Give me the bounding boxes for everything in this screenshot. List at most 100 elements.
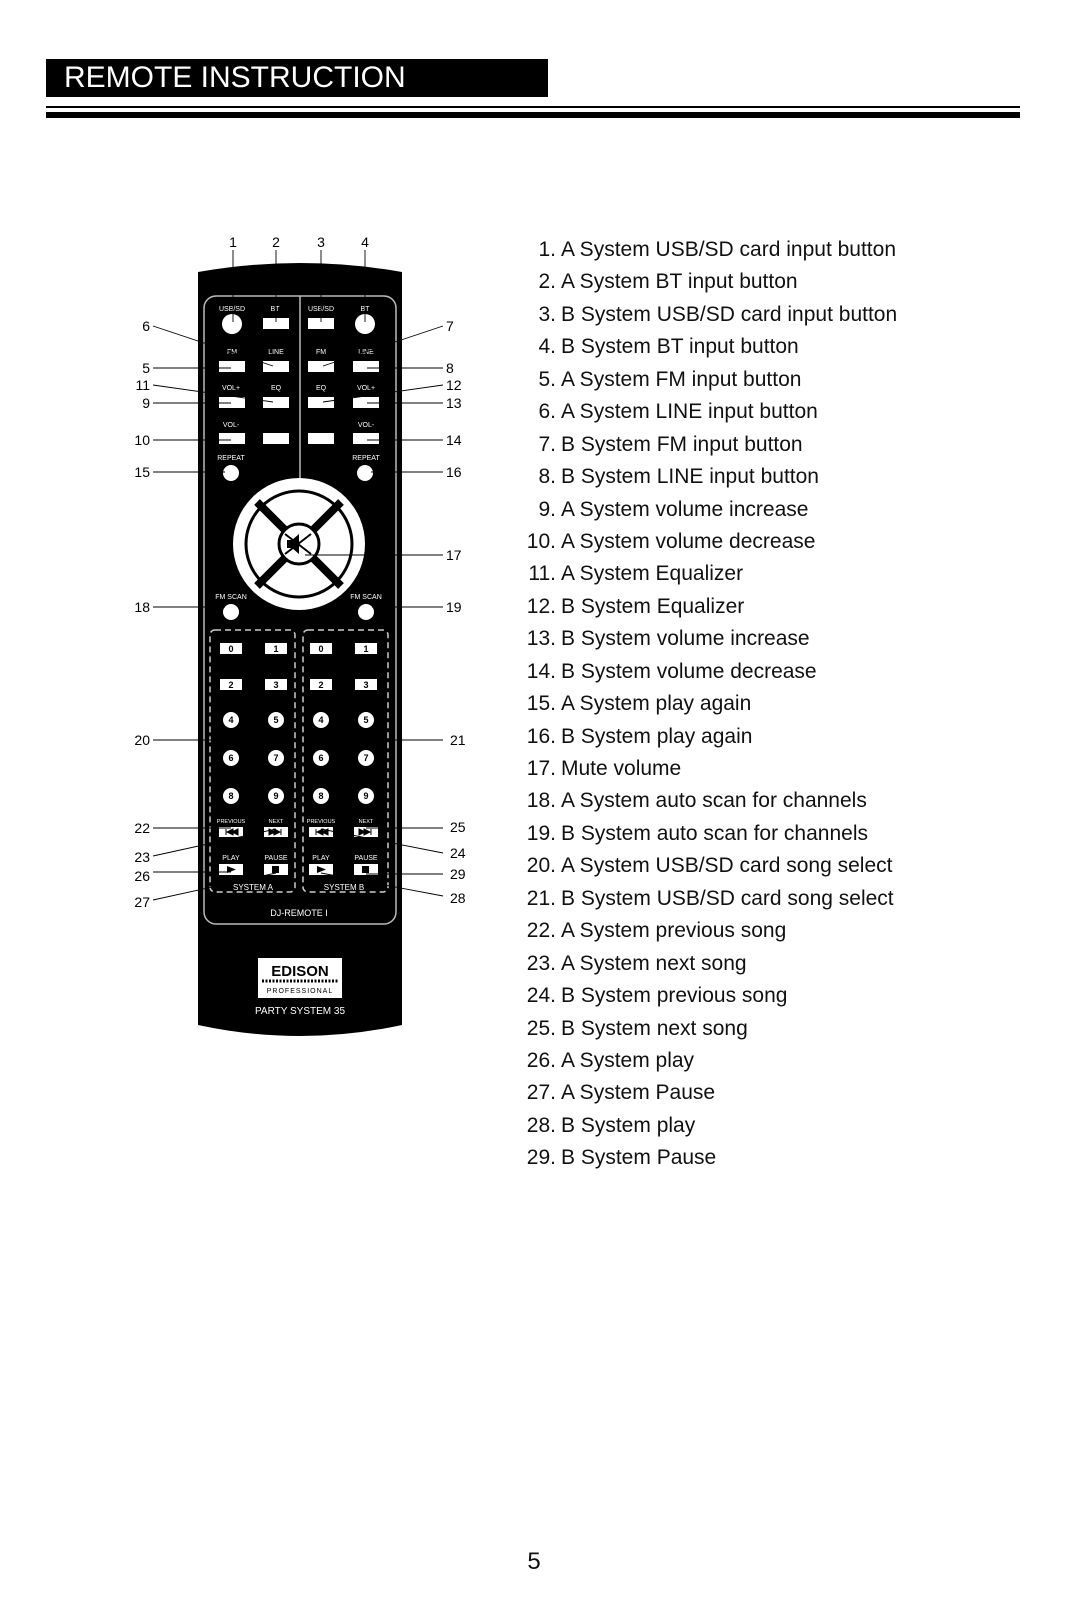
header-rule-thick: [46, 112, 1020, 118]
digit-a-8: 8: [228, 791, 233, 801]
label-line-a: LINE: [268, 349, 284, 356]
instruction-number: 13.: [526, 627, 556, 651]
instruction-number: 2.: [538, 270, 556, 294]
previous-b-icon: [315, 828, 329, 836]
instruction-item: 4.B System BT input button: [522, 331, 897, 363]
instruction-item: 12.B System Equalizer: [522, 591, 897, 623]
callout-27: 27: [134, 894, 150, 910]
instruction-item: 8.B System LINE input button: [522, 461, 897, 493]
next-a-icon: [268, 828, 282, 836]
fm-scan-a-button: [223, 604, 239, 620]
instruction-item: 13.B System volume increase: [522, 623, 897, 655]
line-a-button: [263, 361, 289, 372]
instruction-number: 22.: [526, 919, 556, 943]
label-repeat-a: REPEAT: [217, 455, 245, 462]
instruction-text: A System Equalizer: [561, 562, 744, 586]
label-previous-b: PREVIOUS: [307, 819, 336, 825]
callout-14: 14: [446, 432, 462, 448]
instruction-number: 3.: [538, 302, 556, 326]
instruction-item: 25.B System next song: [522, 1013, 897, 1045]
mute-icon: [284, 533, 312, 555]
digit-b-1: 1: [363, 644, 368, 654]
instruction-item: 22.A System previous song: [522, 915, 897, 947]
page-number: 5: [527, 1548, 541, 1575]
digit-a-1: 1: [273, 644, 278, 654]
instruction-number: 26.: [526, 1048, 556, 1072]
blank-b-button: [308, 433, 334, 444]
label-fm-scan-a: FM SCAN: [215, 594, 247, 601]
instruction-item: 20.A System USB/SD card song select: [522, 850, 897, 882]
digit-a-9: 9: [273, 791, 278, 801]
instruction-number: 25.: [526, 1016, 556, 1040]
digit-b-8: 8: [318, 791, 323, 801]
callout-9: 9: [142, 395, 150, 411]
instruction-text: A System volume decrease: [561, 529, 816, 553]
instruction-text: B System play: [561, 1113, 696, 1137]
instruction-text: B System BT input button: [561, 335, 799, 359]
remote-diagram: USB/SD BT USB/SD BT FM LINE FM LINE VOL+…: [134, 234, 466, 1036]
instruction-number: 14.: [526, 659, 556, 683]
instruction-item: 26.A System play: [522, 1045, 897, 1077]
instruction-item: 10.A System volume decrease: [522, 526, 897, 558]
usb-sd-b-button: [308, 318, 334, 329]
instruction-text: A System USB/SD card input button: [561, 238, 896, 261]
instruction-item: 29.B System Pause: [522, 1142, 897, 1174]
instruction-text: A System play again: [561, 692, 752, 716]
callout-21: 21: [450, 732, 466, 748]
instruction-text: B System USB/SD card input button: [561, 302, 898, 326]
bt-b-button: [355, 314, 375, 334]
repeat-b-button: [357, 465, 373, 481]
fm-b-button: [308, 361, 334, 372]
play-b-icon: [317, 866, 326, 873]
instruction-item: 11.A System Equalizer: [522, 558, 897, 590]
vol-up-b-button: [353, 397, 379, 408]
instruction-number: 10.: [526, 529, 556, 553]
instruction-item: 9.A System volume increase: [522, 494, 897, 526]
label-line-b: LINE: [358, 349, 374, 356]
brand-name: EDISON: [271, 963, 329, 980]
edison-logo: EDISON PROFESSIONAL: [258, 958, 342, 998]
eq-b-button: [308, 397, 334, 408]
instruction-text: B System FM input button: [561, 432, 803, 456]
instruction-item: 2.A System BT input button: [522, 266, 897, 298]
digit-b-2: 2: [318, 680, 323, 690]
instruction-text: A System Pause: [561, 1081, 716, 1105]
instruction-text: B System play again: [561, 724, 753, 748]
callout-6: 6: [142, 318, 150, 334]
callout-24: 24: [450, 845, 466, 861]
instruction-text: B System Pause: [561, 1146, 717, 1170]
fm-a-button: [219, 361, 245, 372]
digit-a-0: 0: [228, 644, 233, 654]
label-usb-sd-a: USB/SD: [219, 306, 245, 313]
label-fm-b: FM: [316, 349, 326, 356]
instruction-number: 11.: [528, 562, 556, 586]
label-eq-b: EQ: [316, 385, 327, 392]
callout-20: 20: [134, 732, 150, 748]
system-a-panel: [209, 629, 296, 893]
line-b-button: [353, 361, 379, 372]
instruction-item: 7.B System FM input button: [522, 429, 897, 461]
instruction-text: A System play: [561, 1048, 695, 1072]
instruction-text: B System auto scan for channels: [561, 821, 868, 845]
callout-19: 19: [446, 599, 462, 615]
label-pause-a: PAUSE: [264, 855, 288, 862]
digit-b-0: 0: [318, 644, 323, 654]
callout-11: 11: [135, 377, 150, 393]
instruction-item: 5.A System FM input button: [522, 364, 897, 396]
instruction-number: 7.: [538, 432, 556, 456]
label-play-b: PLAY: [312, 855, 330, 862]
callout-5: 5: [142, 360, 150, 376]
label-vol-up-b: VOL+: [357, 385, 375, 392]
instruction-text: B System Equalizer: [561, 594, 745, 618]
instruction-text: A System BT input button: [561, 270, 798, 294]
fm-scan-b-button: [358, 604, 374, 620]
instruction-item: 3.B System USB/SD card input button: [522, 299, 897, 331]
callout-15: 15: [134, 464, 150, 480]
instruction-number: 23.: [526, 951, 556, 975]
instruction-item: 6.A System LINE input button: [522, 396, 897, 428]
instruction-number: 9.: [538, 497, 556, 521]
callout-16: 16: [446, 464, 462, 480]
previous-a-icon: [225, 828, 239, 836]
instruction-number: 1.: [538, 238, 556, 261]
digit-b-6: 6: [318, 753, 323, 763]
